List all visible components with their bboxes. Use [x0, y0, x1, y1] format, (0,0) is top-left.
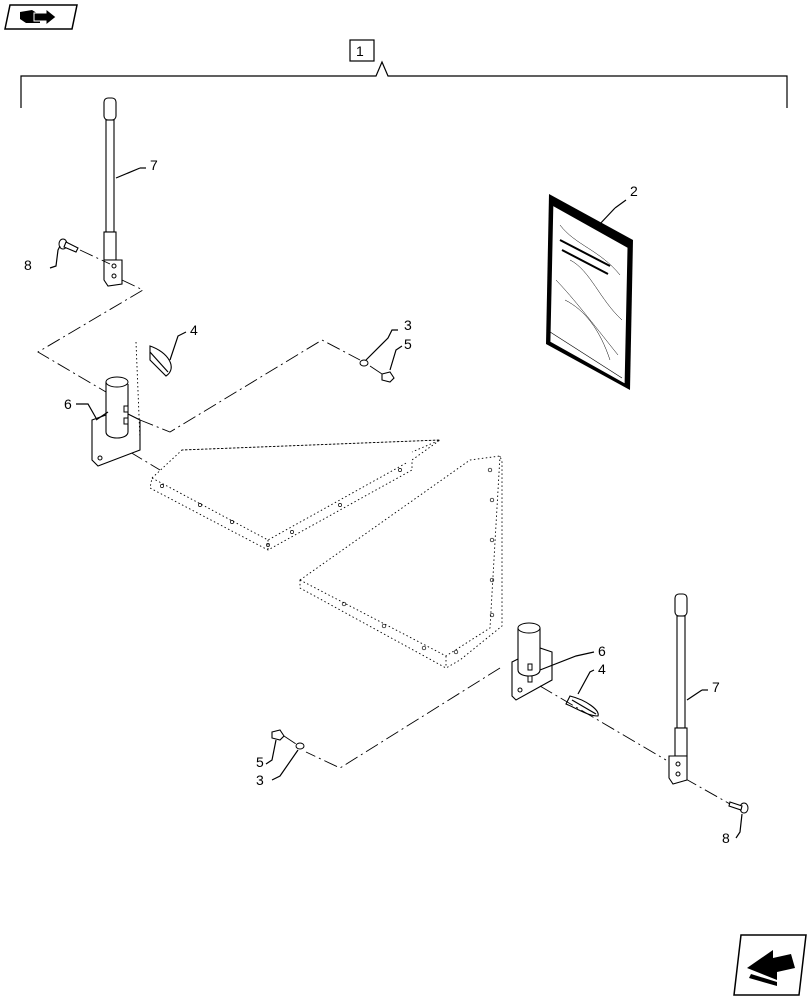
upper-socket-bracket: 6 — [64, 376, 141, 467]
upper-washer-nut: 3 5 — [359, 317, 412, 383]
callout-1: 1 — [356, 43, 364, 59]
upper-marker-rod: 7 — [103, 97, 158, 287]
kit-bracket: 1 — [20, 39, 788, 108]
left-marker-panel — [149, 439, 442, 551]
callout-4-upper: 4 — [190, 322, 198, 338]
callout-2: 2 — [630, 183, 638, 199]
callout-6-upper: 6 — [64, 396, 72, 412]
upper-bolt: 8 — [24, 238, 111, 273]
installation-manual: 2 — [546, 183, 638, 390]
upper-assembly-path-3 — [129, 451, 161, 471]
callout-7-lower: 7 — [712, 679, 720, 695]
upper-assembly-path-2 — [139, 339, 361, 433]
lower-assembly-path-2 — [539, 685, 667, 761]
next-page-arrow-icon[interactable] — [733, 934, 807, 996]
callout-3-lower: 3 — [256, 772, 264, 788]
upper-hairpin: 4 — [135, 322, 198, 441]
lower-hairpin: 4 — [565, 661, 606, 717]
lower-socket-bracket: 6 — [511, 622, 606, 701]
callout-8-upper: 8 — [24, 257, 32, 273]
lower-assembly-path — [305, 667, 501, 769]
upper-assembly-path — [37, 279, 144, 393]
callout-8-lower: 8 — [722, 830, 730, 846]
book-arrow-icon[interactable] — [4, 4, 78, 30]
lower-bolt: 8 — [722, 801, 749, 846]
kit-callout-box — [349, 39, 375, 62]
callout-7-upper: 7 — [150, 157, 158, 173]
callout-6-lower: 6 — [598, 643, 606, 659]
callout-3-upper: 3 — [404, 317, 412, 333]
callout-5-lower: 5 — [256, 754, 264, 770]
right-marker-panel — [299, 455, 503, 669]
lower-assembly-path-3 — [683, 777, 731, 805]
callout-4-lower: 4 — [598, 661, 606, 677]
callout-5-upper: 5 — [404, 336, 412, 352]
lower-washer-nut: 5 3 — [256, 729, 305, 788]
lower-marker-rod: 7 — [668, 593, 720, 785]
